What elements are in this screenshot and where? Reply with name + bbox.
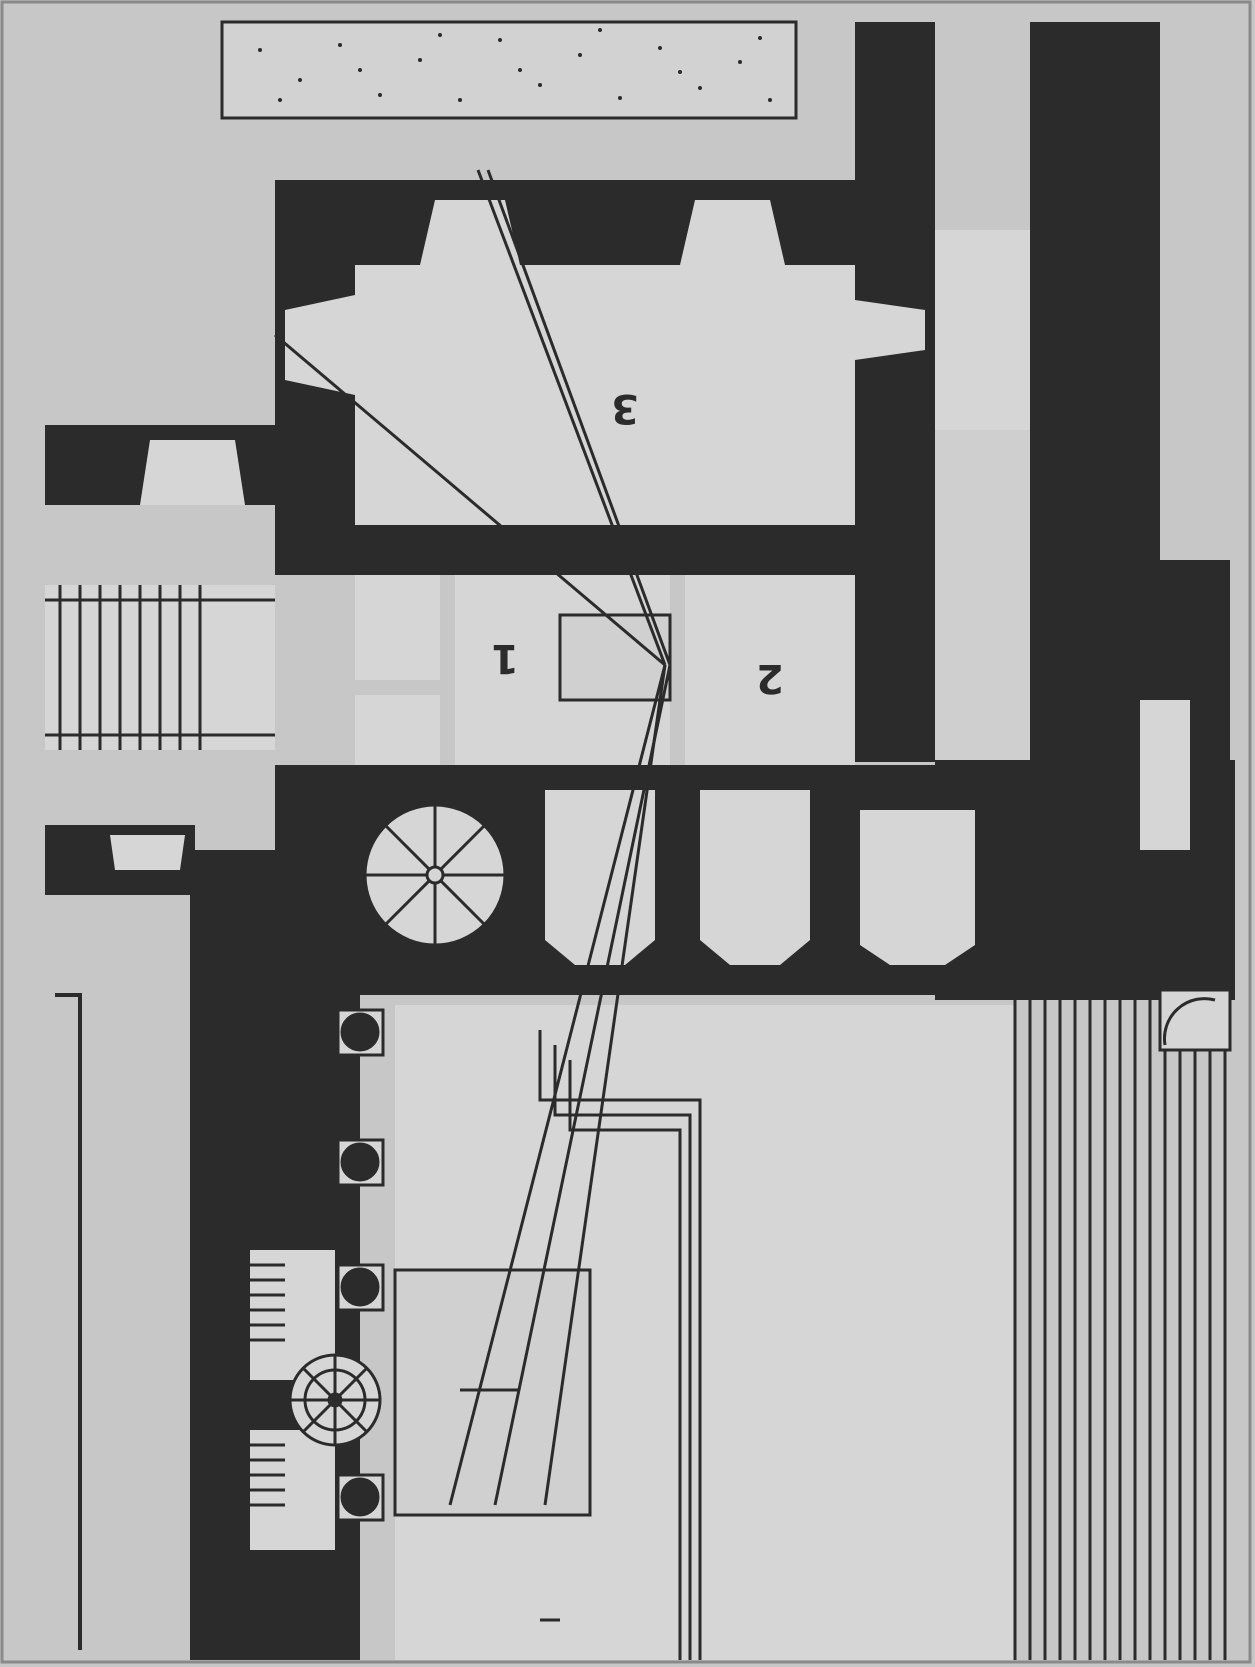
room-3-label: 3	[611, 385, 639, 431]
column-bases	[336, 1008, 385, 1522]
side-cells	[355, 230, 1190, 850]
courtyard-top	[220, 20, 798, 120]
right-flight-lines	[1013, 995, 1227, 1660]
lower-wheel	[288, 1353, 382, 1447]
room-2: 2	[685, 575, 855, 765]
sight-lines	[274, 169, 672, 1506]
room-2-label: 2	[756, 655, 784, 701]
corner-spiral	[1158, 988, 1232, 1052]
walls	[45, 22, 1235, 1660]
left-boundary-line	[55, 993, 82, 1650]
window-niches	[110, 200, 925, 870]
room-1: 1	[455, 575, 672, 765]
lower-left-stairs	[250, 1250, 335, 1550]
left-staircase	[45, 585, 275, 750]
room-3: 3	[355, 265, 855, 525]
spiral-staircase	[363, 803, 507, 947]
room-1-label: 1	[491, 635, 519, 681]
lower-courtyard	[393, 1005, 1015, 1660]
